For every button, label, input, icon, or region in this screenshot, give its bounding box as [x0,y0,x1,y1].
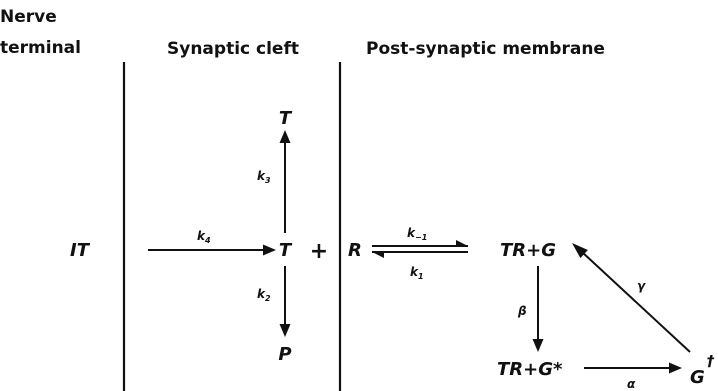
header-nerve-line2: terminal [0,38,81,58]
arrowhead-gamma [572,243,588,259]
rate-beta: β [517,304,527,318]
dagger-mark: † [707,352,715,370]
species-g-dagger: G† [690,352,715,388]
rate-alpha: α [627,377,636,391]
header-post-synaptic-membrane: Post-synaptic membrane [366,39,605,59]
rate-k4: k4 [197,229,211,245]
rate-gamma: γ [637,279,646,293]
species-t-top: T [279,108,293,129]
arrowhead-t-down [279,324,291,337]
arrowhead-it-to-t [263,244,276,256]
harpoon-backward-head [372,252,384,258]
species-t: T [279,240,293,261]
rate-k2: k2 [257,287,271,303]
species-r: R [348,240,362,261]
arrowhead-beta [532,339,544,352]
rate-k3: k3 [257,169,271,185]
species-p: P [278,344,291,365]
rate-k-minus1: k−1 [407,226,427,242]
species-tr-gstar: TR+G* [497,359,563,380]
header-synaptic-cleft: Synaptic cleft [167,39,299,59]
rate-k1: k1 [410,265,424,281]
species-it: IT [70,240,91,261]
arrowhead-t-up [279,130,291,143]
arrow-gamma [581,251,691,353]
arrowhead-alpha [669,362,682,374]
species-tr-g: TR+G [500,240,556,261]
header-nerve-line1: Nerve [0,7,57,27]
harpoon-forward-head [456,240,468,246]
plus-sign: + [310,239,328,264]
